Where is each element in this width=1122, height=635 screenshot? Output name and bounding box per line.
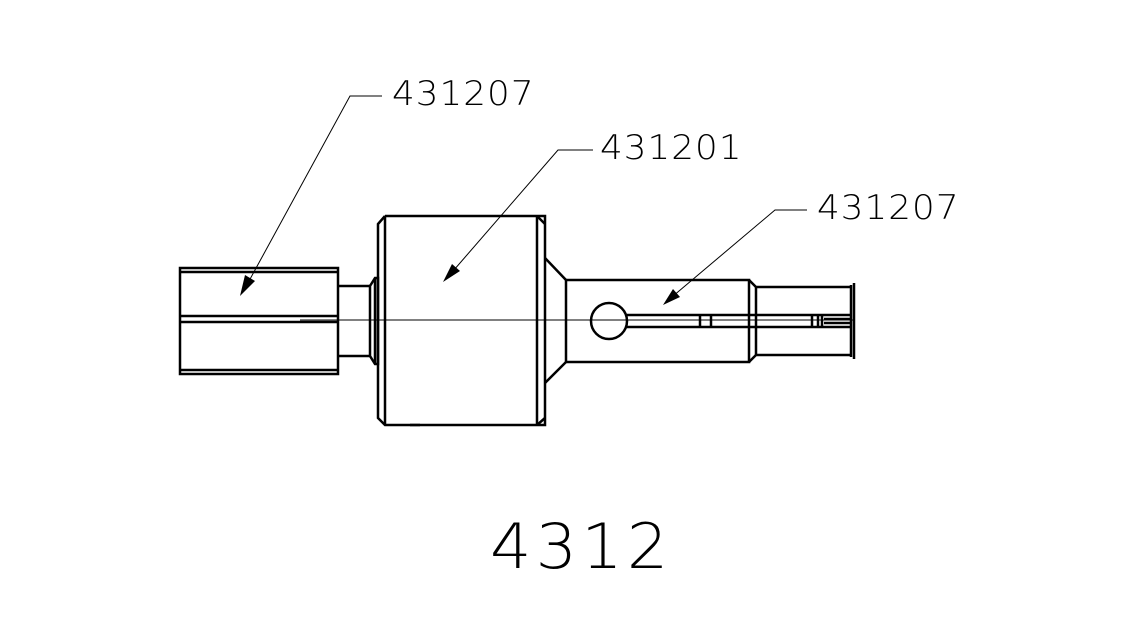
leader-line-3 — [665, 209, 807, 303]
callout-label-1: 431207 — [392, 74, 535, 114]
arrowhead-2 — [443, 264, 460, 282]
left-sleeve-part — [178, 266, 340, 376]
callout-label-2: 431201 — [600, 128, 743, 168]
taper — [544, 257, 567, 384]
drawing-title: 4312 — [490, 510, 673, 583]
callout-label-3: 431207 — [817, 188, 960, 228]
neck — [338, 276, 380, 366]
arrowhead-3 — [663, 289, 680, 305]
right-tip-part — [748, 279, 856, 363]
arrowhead-1 — [240, 275, 255, 296]
leader-line-2 — [446, 149, 593, 279]
slotted-shaft-part — [564, 278, 850, 364]
leader-line-1 — [242, 95, 382, 293]
